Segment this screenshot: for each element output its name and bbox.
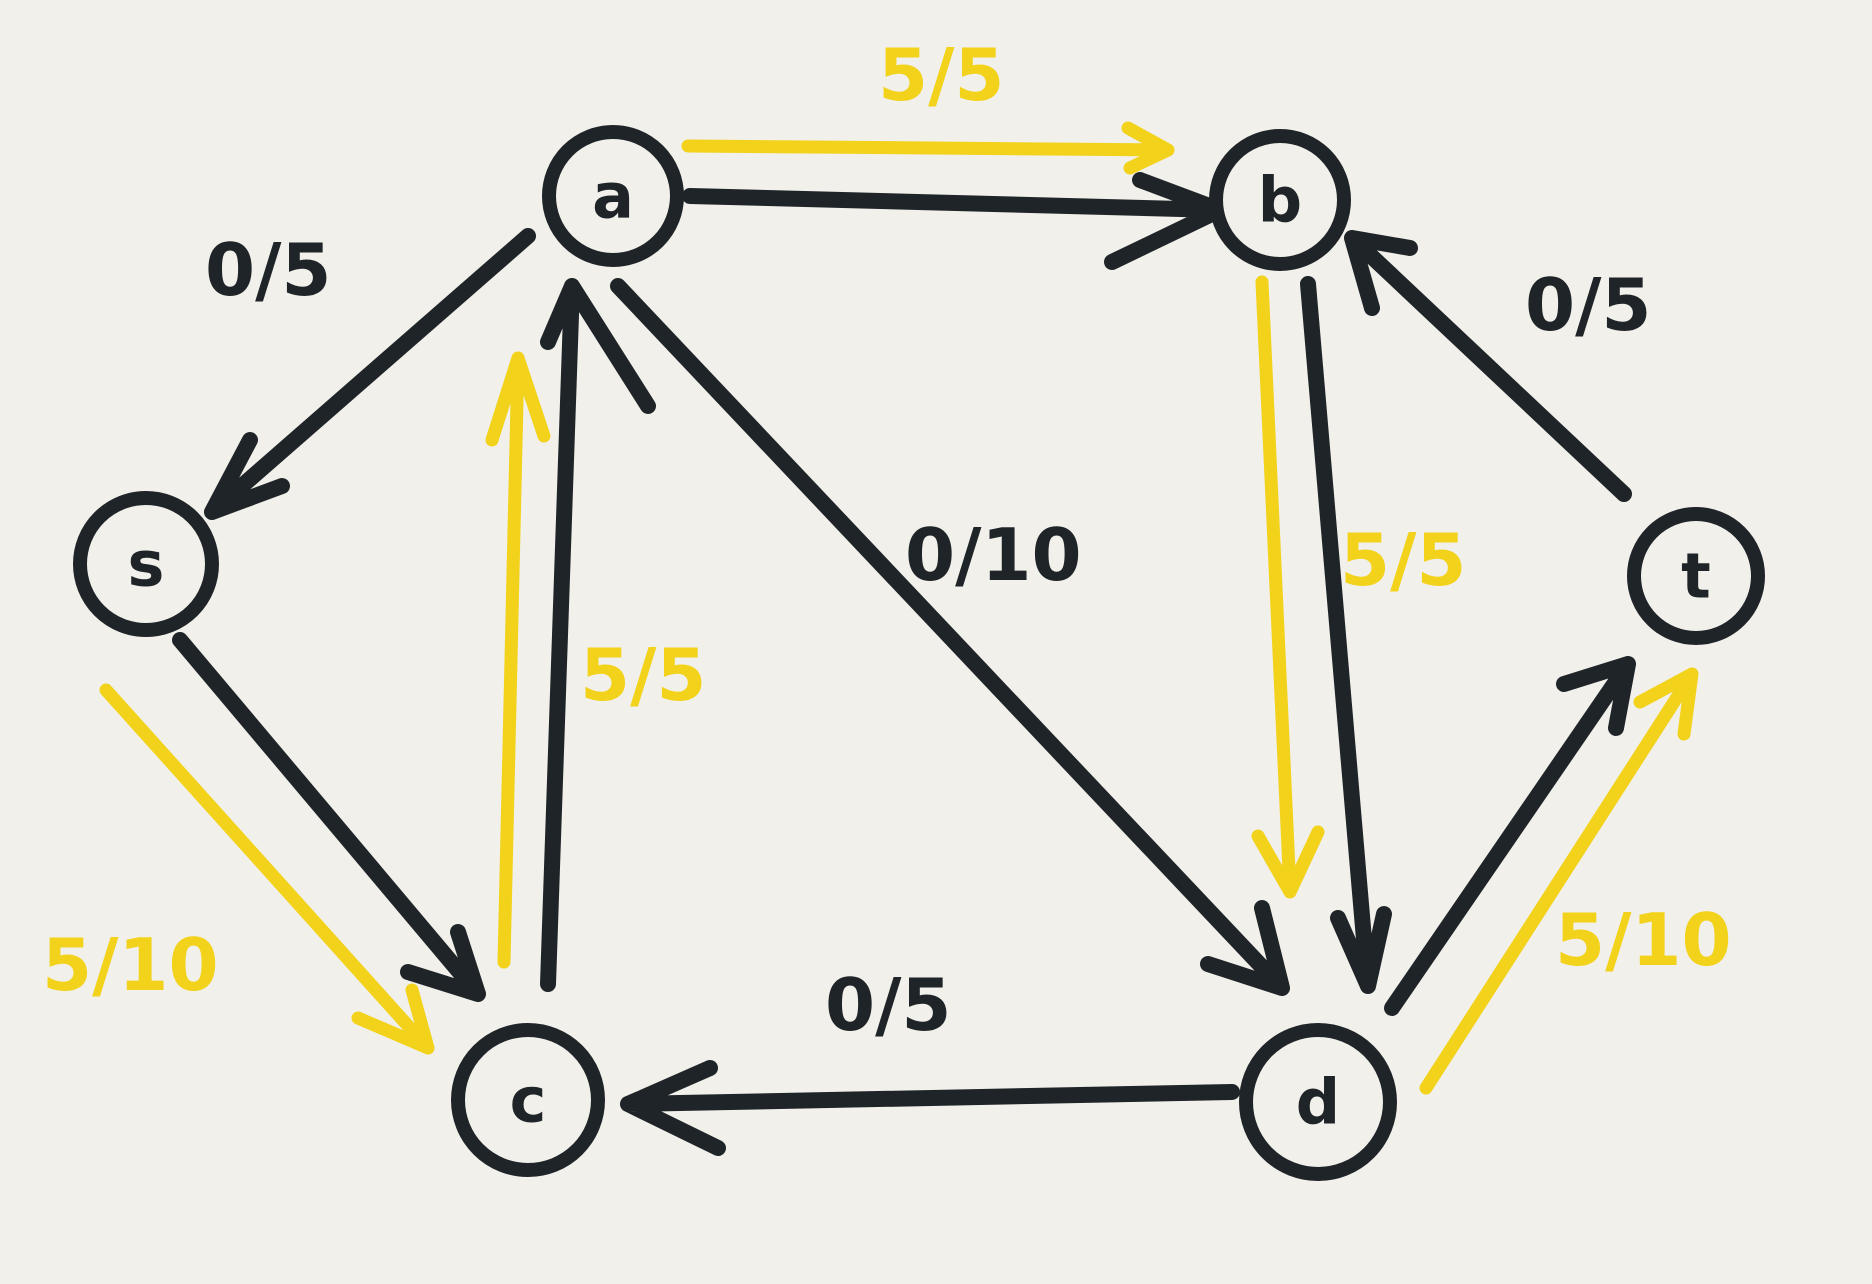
network-nodes: a b s t c d	[73, 125, 1765, 1181]
edge-label-a-s: 0/5	[205, 228, 332, 312]
edge-arrow-s-c	[172, 632, 486, 1002]
edge-label-d-t: 5/10	[1555, 898, 1732, 982]
node-c-label: c	[510, 1064, 547, 1137]
network-edges	[172, 172, 1636, 1156]
node-t-label: t	[1681, 540, 1711, 613]
edge-arrow-a-d	[610, 278, 1290, 996]
node-a: a	[542, 125, 684, 267]
edge-label-b-d: 5/5	[1340, 518, 1467, 602]
node-s-label: s	[128, 528, 165, 601]
highlight-arrow-s-c	[99, 683, 435, 1055]
edge-label-s-c: 5/10	[42, 923, 219, 1007]
node-a-label: a	[592, 160, 634, 233]
edge-arrow-a-b	[682, 172, 1228, 270]
node-d-label: d	[1296, 1066, 1340, 1139]
edge-labels: 0/5 5/5 0/10 5/5 5/5 0/5 5/10 5/10 0/5	[42, 33, 1732, 1047]
node-d: d	[1239, 1023, 1397, 1181]
edge-label-a-b: 5/5	[878, 33, 1005, 117]
node-b-label: b	[1258, 164, 1302, 237]
edge-arrow-d-c	[620, 1060, 1240, 1156]
highlight-arrow-a-b	[681, 121, 1175, 175]
node-s: s	[73, 491, 219, 637]
highlight-arrow-d-t	[1419, 667, 1699, 1095]
highlight-arrow-b-d	[1251, 275, 1325, 899]
edge-arrow-t-b	[1344, 230, 1632, 502]
edge-arrow-b-d	[1300, 276, 1392, 994]
highlight-arrow-c-a	[485, 351, 551, 969]
edge-arrow-c-a	[540, 278, 656, 992]
edge-label-d-c: 0/5	[825, 963, 952, 1047]
edge-arrow-a-s	[204, 228, 536, 520]
edge-label-a-d: 0/10	[905, 513, 1082, 597]
edge-arrow-d-t	[1384, 656, 1636, 1016]
augmenting-path-highlights	[99, 121, 1699, 1095]
edge-label-c-a: 5/5	[580, 633, 707, 717]
node-t: t	[1627, 507, 1765, 645]
node-b: b	[1209, 129, 1351, 271]
node-c: c	[451, 1023, 605, 1177]
edge-label-t-b: 0/5	[1525, 263, 1652, 347]
